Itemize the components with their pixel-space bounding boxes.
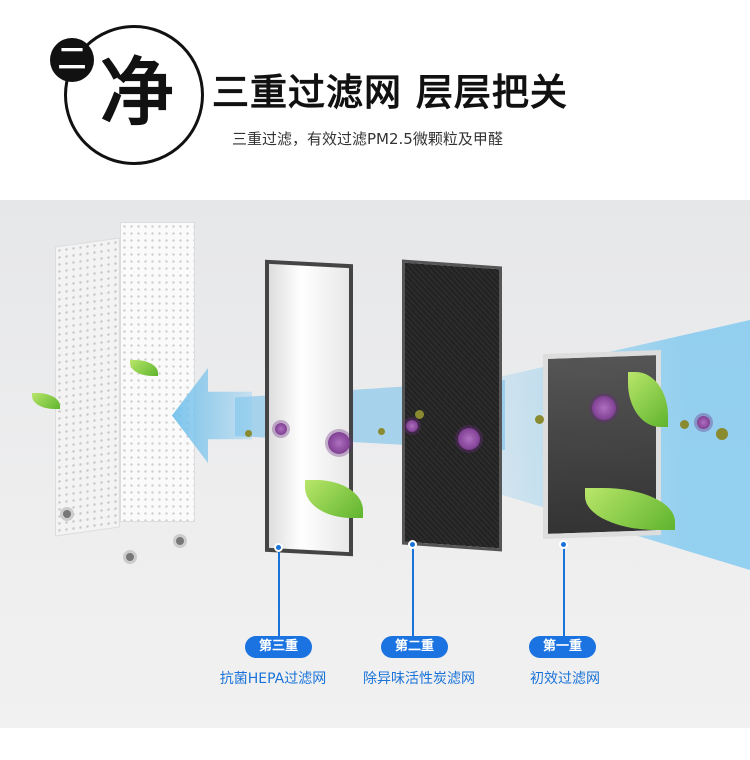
particle-icon — [680, 420, 689, 429]
pointer-line — [412, 545, 414, 638]
particle-icon — [378, 428, 385, 435]
title-ring — [64, 25, 204, 165]
stage-label-1: 初效过滤网 — [530, 671, 600, 687]
germ-icon — [275, 423, 287, 435]
pointer-dot — [274, 543, 283, 552]
stage-label-3: 抗菌HEPA过滤网 — [219, 671, 327, 687]
pointer-line — [563, 545, 565, 638]
stage-badge-1: 第一重 — [529, 636, 596, 658]
germ-icon — [328, 432, 350, 454]
particle-icon — [535, 415, 544, 424]
germ-icon — [592, 396, 616, 420]
pointer-line — [278, 548, 280, 638]
carbon-filter-image — [402, 259, 502, 552]
big-character: 净 — [100, 50, 174, 136]
leaf-icon — [32, 393, 60, 409]
leaf-icon — [130, 360, 158, 376]
germ-icon — [697, 416, 710, 429]
pointer-dot — [559, 540, 568, 549]
number-badge: 二 — [50, 38, 94, 82]
stage-label-2: 除异味活性炭滤网 — [363, 671, 475, 687]
page-subtitle: 三重过滤，有效过滤PM2.5微颗粒及甲醛 — [232, 130, 503, 148]
particle-icon — [245, 430, 252, 437]
particle-icon — [716, 428, 728, 440]
pointer-dot — [408, 540, 417, 549]
stage-badge-3: 第三重 — [245, 636, 312, 658]
stage-badge-2: 第二重 — [381, 636, 448, 658]
germ-icon — [406, 420, 418, 432]
particle-icon — [415, 410, 424, 419]
page-title: 三重过滤网 层层把关 — [212, 71, 568, 114]
air-purifier-image — [55, 222, 195, 564]
germ-icon — [458, 428, 480, 450]
